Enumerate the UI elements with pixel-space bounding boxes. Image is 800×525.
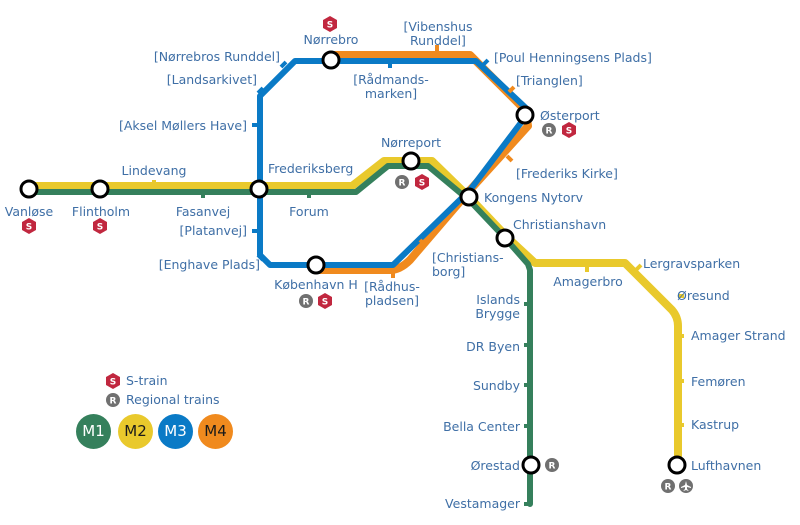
label-platanvej: [Platanvej]: [179, 223, 247, 238]
label-lindevang: Lindevang: [121, 163, 187, 178]
svg-text:S: S: [110, 378, 116, 388]
strain-icons: S S S S S S S: [22, 16, 576, 389]
svg-text:S: S: [97, 223, 103, 233]
label-lufthavnen: Lufthavnen: [691, 458, 762, 473]
label-landsarkivet: [Landsarkivet]: [166, 72, 257, 87]
svg-text:S: S: [322, 298, 328, 308]
svg-text:R: R: [399, 179, 406, 189]
label-kastrup: Kastrup: [691, 417, 740, 432]
station-lufthavnen[interactable]: [667, 455, 687, 475]
label-orestad: Ørestad: [470, 458, 520, 473]
label-radhuspladsen: [Rådhus- pladsen]: [364, 279, 420, 308]
regional-icon: R: [545, 458, 559, 472]
svg-text:S: S: [566, 127, 572, 137]
regional-icons: R R R R R R: [106, 123, 693, 493]
svg-text:R: R: [546, 127, 553, 137]
label-oresund: Øresund: [677, 288, 730, 303]
station-vanlose[interactable]: [19, 179, 39, 199]
svg-text:S: S: [419, 179, 425, 189]
label-enghave-plads: [Enghave Plads]: [158, 257, 260, 272]
label-christianshavn: Christianshavn: [513, 217, 607, 232]
svg-text:R: R: [665, 483, 672, 493]
strain-icon: S: [318, 293, 332, 309]
station-christianshavn[interactable]: [495, 228, 515, 248]
label-bella-center: Bella Center: [443, 419, 520, 434]
station-frederiksberg[interactable]: [249, 179, 269, 199]
label-christiansborg: [Christians- borg]: [432, 250, 504, 279]
station-osterport[interactable]: [515, 105, 535, 125]
station-orestad[interactable]: [521, 455, 541, 475]
station-kobenhavn-h[interactable]: [306, 255, 326, 275]
station-norrebro[interactable]: [321, 50, 341, 70]
svg-text:R: R: [110, 397, 117, 407]
legend-m4-badge: M4: [198, 414, 233, 449]
label-kobenhavn-h: København H: [274, 277, 358, 292]
label-fasanvej: Fasanvej: [175, 204, 231, 219]
station-ticks: [152, 45, 684, 506]
legend-m2-badge: M2: [118, 414, 153, 449]
label-islands-brygge: Islands Brygge: [475, 292, 520, 321]
station-kongens-nytorv[interactable]: [459, 187, 479, 207]
label-vanlose: Vanløse: [4, 204, 54, 219]
svg-text:R: R: [303, 298, 310, 308]
label-sundby: Sundby: [472, 378, 520, 393]
label-norrebro: Nørrebro: [303, 32, 359, 47]
station-norreport[interactable]: [401, 151, 421, 171]
legend-regional-label: Regional trains: [126, 392, 220, 407]
label-aksel-mollers-have: [Aksel Møllers Have]: [118, 118, 247, 133]
label-kongens-nytorv: Kongens Nytorv: [484, 190, 584, 205]
label-osterport: Østerport: [540, 108, 600, 123]
station-circles: [19, 50, 687, 475]
regional-icon: R: [299, 294, 313, 308]
label-radmandsmarken: [Rådmands- marken]: [353, 72, 429, 101]
label-trianglen: [Trianglen]: [516, 73, 583, 88]
label-vibenshus-runddel: [Vibenshus Runddel]: [403, 19, 473, 48]
strain-icon: S: [93, 218, 107, 234]
svg-text:S: S: [26, 223, 32, 233]
label-frederiksberg: Frederiksberg: [268, 161, 354, 176]
label-norreport: Nørreport: [380, 135, 442, 150]
station-flintholm[interactable]: [90, 179, 110, 199]
label-amagerbro: Amagerbro: [553, 274, 623, 289]
airport-icon: [679, 479, 693, 493]
regional-icon: R: [542, 123, 556, 137]
legend-strain-icon: S: [106, 373, 120, 389]
svg-text:R: R: [549, 462, 556, 472]
label-poul-henningsens-plads: [Poul Henningsens Plads]: [494, 50, 652, 65]
label-dr-byen: DR Byen: [466, 339, 520, 354]
label-norrebros-runddel: [Nørrebros Runddel]: [153, 49, 280, 64]
label-forum: Forum: [289, 204, 329, 219]
legend-m3-badge: M3: [158, 414, 193, 449]
label-vestamager: Vestamager: [445, 496, 520, 511]
legend-m1-badge: M1: [76, 414, 111, 449]
legend-regional-icon: R: [106, 393, 120, 407]
label-amager-strand: Amager Strand: [691, 328, 786, 343]
strain-icon: S: [323, 16, 337, 32]
label-frederiks-kirke: [Frederiks Kirke]: [516, 166, 618, 181]
label-femoren: Femøren: [691, 374, 746, 389]
svg-text:S: S: [327, 21, 333, 31]
regional-icon: R: [661, 479, 675, 493]
legend-strain-label: S-train: [126, 373, 168, 388]
label-flintholm: Flintholm: [71, 204, 131, 219]
label-lergravsparken: Lergravsparken: [643, 256, 741, 271]
strain-icon: S: [562, 122, 576, 138]
strain-icon: S: [415, 174, 429, 190]
regional-icon: R: [395, 175, 409, 189]
strain-icon: S: [22, 218, 36, 234]
line-m2: [24, 157, 682, 469]
